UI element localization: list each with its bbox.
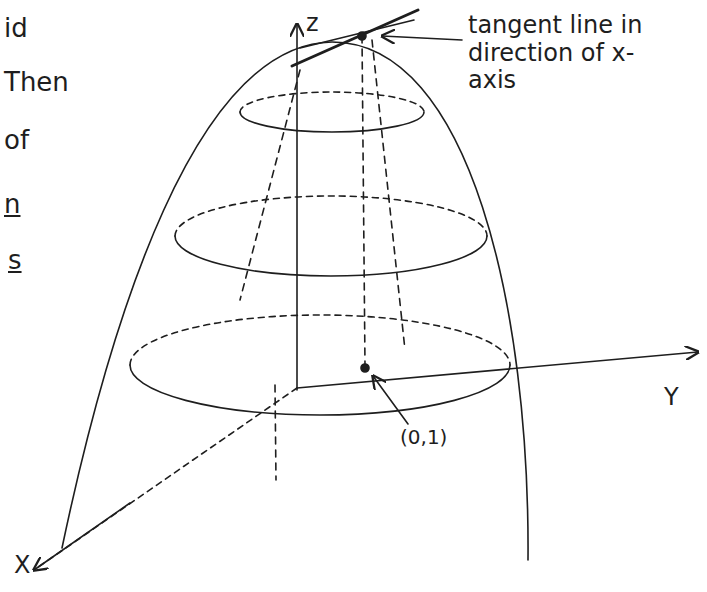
guide-line (240, 70, 300, 300)
margin-text: of (4, 126, 29, 156)
callout-note: tangent line in direction of x-axis (468, 12, 668, 95)
level-curve (240, 112, 424, 132)
level-curve-hidden (130, 315, 510, 365)
x-axis (34, 503, 130, 570)
z-axis (296, 24, 298, 390)
leader-arrow (382, 36, 462, 40)
point-label: (0,1) (400, 426, 447, 449)
level-curve-hidden (175, 196, 487, 236)
base-point (361, 364, 369, 372)
level-curve (175, 236, 487, 276)
margin-text: n (4, 190, 20, 220)
guide-line (362, 36, 365, 366)
level-curve-hidden (240, 92, 424, 112)
leader-arrow (373, 376, 408, 424)
margin-text: id (4, 14, 28, 44)
guide-line (372, 40, 405, 350)
guide-line (275, 385, 276, 480)
paraboloid-outline (62, 42, 528, 560)
tangent-line (292, 10, 418, 66)
axis-label: Y (664, 384, 679, 412)
axis-label: X (14, 552, 30, 580)
level-curve (130, 365, 510, 415)
x-axis-hidden (34, 388, 297, 570)
margin-text: Then (4, 68, 69, 98)
margin-text: s (8, 246, 22, 276)
axis-label: z (306, 10, 319, 38)
tangent-point (358, 32, 366, 40)
